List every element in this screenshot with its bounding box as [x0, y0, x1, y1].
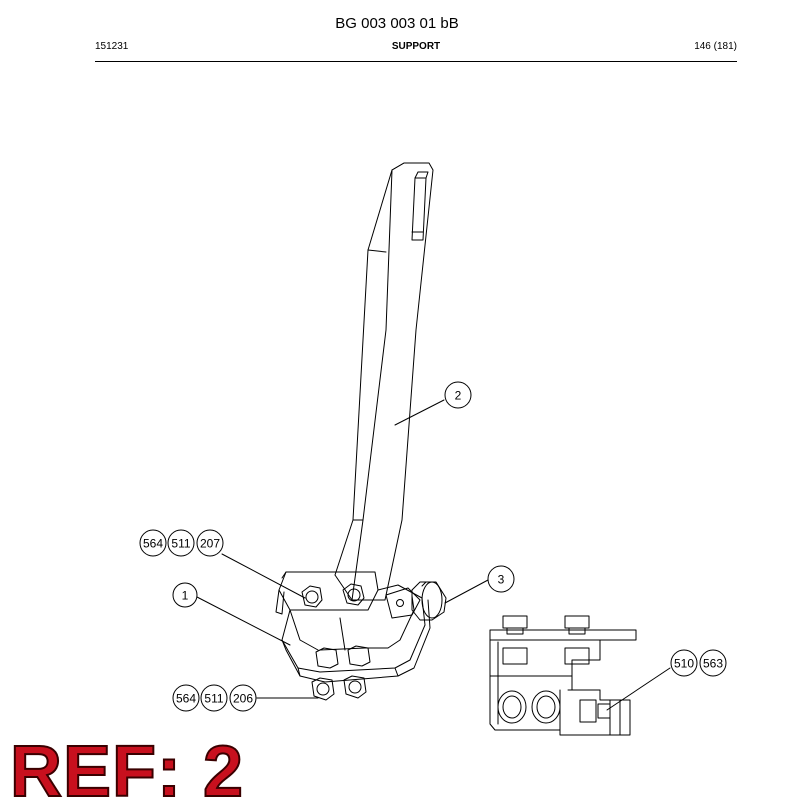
callout-2-label: 2 — [455, 389, 462, 403]
callout-511-lower: 511 — [204, 692, 223, 706]
header-page: 146 (181) — [694, 41, 737, 52]
callout-3-label: 3 — [498, 573, 505, 587]
callout-1-label: 1 — [182, 589, 189, 603]
callout-564-upper: 564 — [143, 537, 163, 551]
callout-563: 563 — [703, 657, 723, 671]
callout-group-564-511-206: 564 511 206 — [172, 684, 257, 712]
callout-206: 206 — [233, 692, 253, 706]
bolt-set-lower — [311, 645, 371, 701]
header-rule — [95, 61, 737, 62]
callout-group-510-563: 510 563 — [670, 649, 727, 677]
roller-part — [411, 581, 447, 621]
callout-207: 207 — [200, 537, 220, 551]
header-title: SUPPORT — [391, 41, 441, 52]
header-date: 151231 — [95, 41, 129, 52]
leader-lines — [196, 399, 671, 711]
callout-group-564-511-207: 564 511 207 — [139, 529, 224, 557]
callout-2: 2 — [444, 381, 472, 409]
callout-511-upper: 511 — [171, 537, 190, 551]
callout-564-lower: 564 — [176, 692, 196, 706]
callout-1: 1 — [172, 582, 198, 608]
support-arm-part — [334, 162, 434, 601]
ref-badge: REF: 2 — [9, 732, 245, 812]
callout-510: 510 — [674, 657, 694, 671]
bracket-part — [275, 571, 431, 683]
bolt-set-upper — [301, 583, 365, 608]
header-row: 151231 SUPPORT 146 (181) — [95, 41, 737, 55]
detail-view — [489, 615, 637, 736]
document-code: BG 003 003 01 bB — [335, 15, 459, 32]
callout-3: 3 — [487, 565, 515, 593]
